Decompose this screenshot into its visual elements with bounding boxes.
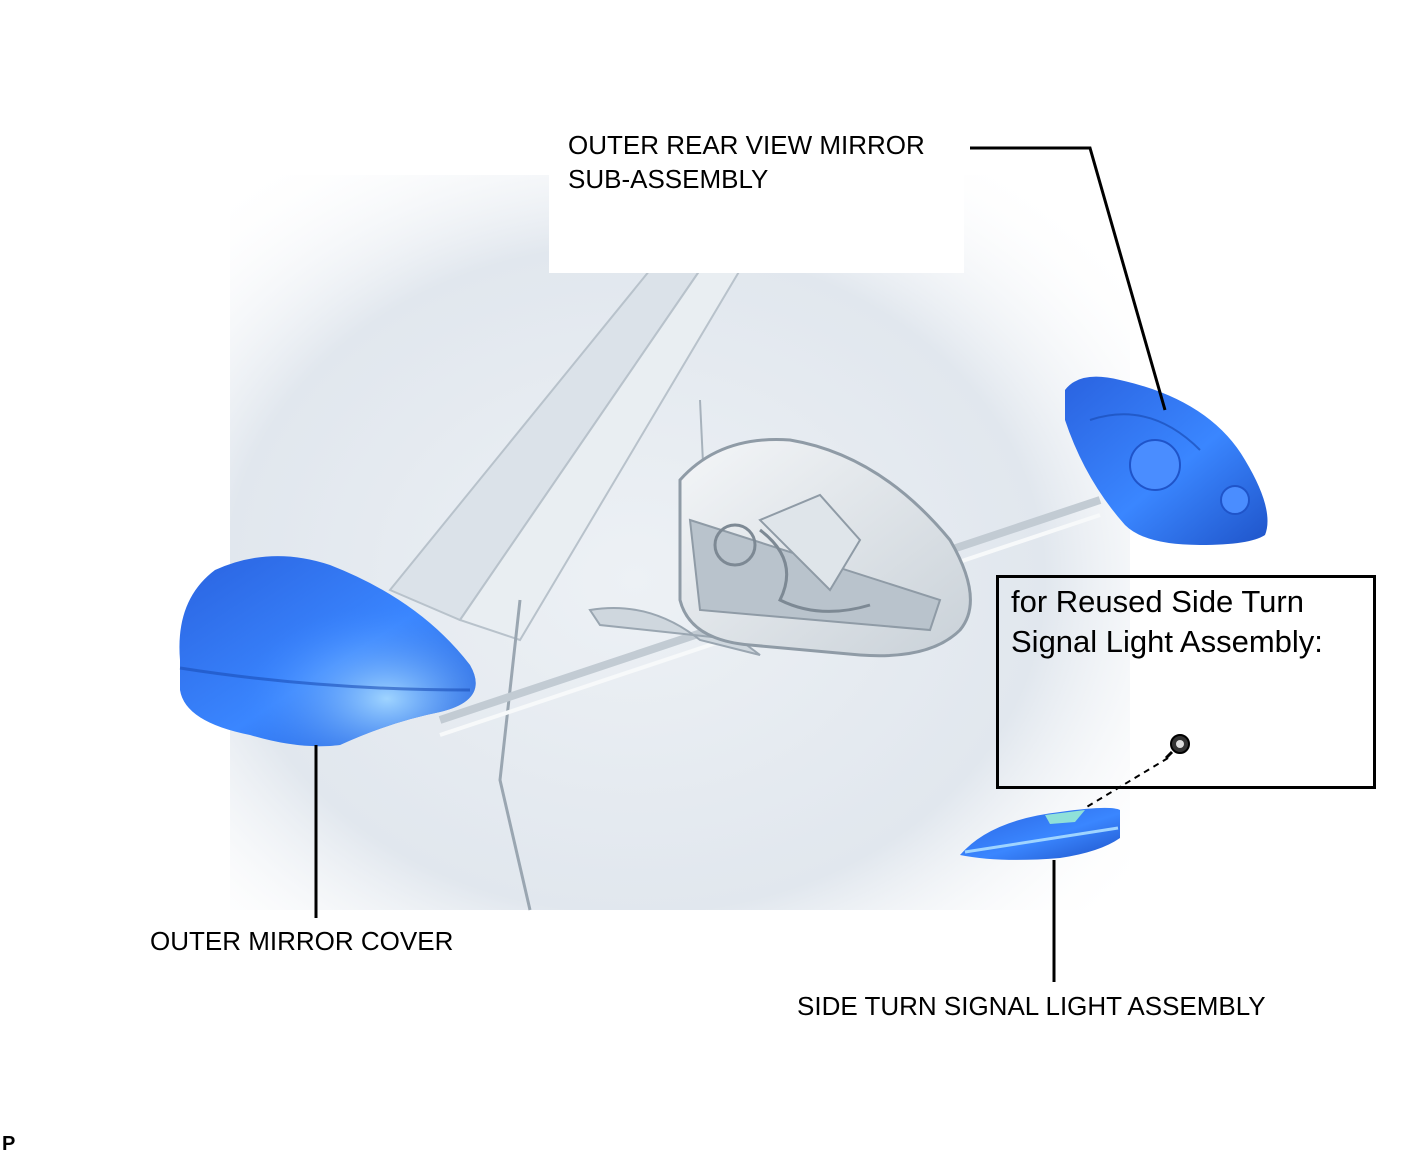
turn-signal-label: SIDE TURN SIGNAL LIGHT ASSEMBLY — [797, 991, 1266, 1021]
inset-note-line1: for Reused Side Turn — [1011, 584, 1304, 619]
inset-note-line2: Signal Light Assembly: — [1011, 624, 1323, 659]
vehicle-body — [230, 175, 1130, 911]
mirror-cover-label: OUTER MIRROR COVER — [150, 926, 454, 956]
side-turn-signal-part — [960, 807, 1120, 860]
label-backdrop — [549, 128, 964, 273]
mirror-sub-assembly-label: OUTER REAR VIEW MIRROR SUB-ASSEMBLY — [568, 128, 925, 196]
corner-code: P — [2, 1133, 16, 1155]
outer-mirror-cover-part — [179, 556, 476, 747]
inset-box — [996, 575, 1376, 789]
mirror-sub-assembly-label-line1: OUTER REAR VIEW MIRROR — [568, 130, 925, 160]
mirror-housing — [588, 438, 972, 658]
inset-note: for Reused Side Turn Signal Light Assemb… — [1011, 582, 1323, 662]
leader-lines — [314, 146, 1169, 982]
screw-icon — [1164, 734, 1190, 760]
leader-screw — [1084, 757, 1169, 809]
outer-rear-view-mirror-part — [1065, 376, 1268, 545]
leader-mirror-sub-assembly — [970, 146, 1167, 411]
mirror-sub-assembly-label-line2: SUB-ASSEMBLY — [568, 164, 769, 194]
